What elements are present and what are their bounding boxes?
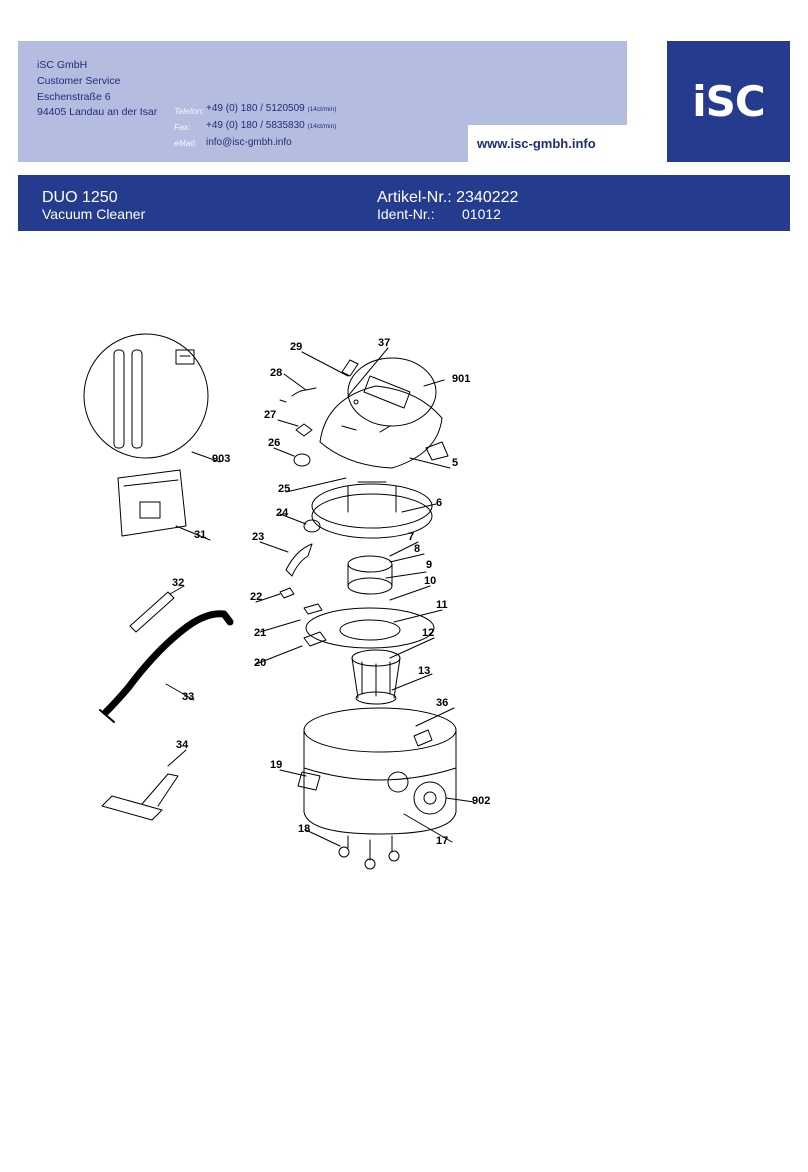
part-label-22: 22 xyxy=(250,591,262,603)
inset-circle-903 xyxy=(83,333,209,459)
part-label-21: 21 xyxy=(254,627,266,639)
part-label-6: 6 xyxy=(436,497,442,509)
part-label-29: 29 xyxy=(290,341,302,353)
part-label-901: 901 xyxy=(452,373,470,385)
part-label-20: 20 xyxy=(254,657,266,669)
part-label-902: 902 xyxy=(472,795,490,807)
company-city: 94405 Landau an der Isar xyxy=(37,106,158,119)
company-name: iSC GmbH xyxy=(37,59,88,71)
part-label-11: 11 xyxy=(436,599,448,611)
contact-labels: Telefon: Fax: eMail: xyxy=(174,104,204,151)
fax-rate: (14ct/min) xyxy=(307,122,337,130)
part-label-27: 27 xyxy=(264,409,276,421)
part-label-31: 31 xyxy=(194,529,206,541)
fax-label: Fax: xyxy=(174,121,191,132)
part-label-10: 10 xyxy=(424,575,436,587)
product-name: Vacuum Cleaner xyxy=(42,206,146,222)
part-label-17: 17 xyxy=(436,835,448,847)
website-box xyxy=(468,125,627,162)
part-label-9: 9 xyxy=(426,559,432,571)
part-label-13: 13 xyxy=(418,665,430,677)
isc-logo: iSC xyxy=(667,41,790,162)
company-address: iSC GmbH Customer Service Eschenstraße 6… xyxy=(37,58,157,121)
part-label-24: 24 xyxy=(276,507,289,519)
part-label-34: 34 xyxy=(176,739,189,751)
phone-number: +49 (0) 180 / 5120509 xyxy=(206,103,305,114)
part-label-19: 19 xyxy=(270,759,282,771)
part-label-26: 26 xyxy=(268,437,280,449)
phone-label: Telefon: xyxy=(174,106,204,116)
part-label-23: 23 xyxy=(252,531,264,543)
exploded-parts-diagram: 29 37 28 901 27 26 5 903 25 6 24 31 23 7… xyxy=(83,333,490,870)
product-model: DUO 1250 xyxy=(42,189,118,206)
part-label-28: 28 xyxy=(270,367,282,379)
artikel-number: Artikel-Nr.: 2340222 xyxy=(377,189,519,206)
part-label-7: 7 xyxy=(408,531,414,543)
part-label-5: 5 xyxy=(452,457,458,469)
company-street: Eschenstraße 6 xyxy=(37,90,111,103)
website-link[interactable]: www.isc-gmbh.info xyxy=(477,136,596,151)
phone-rate: (14ct/min) xyxy=(307,106,337,113)
part-label-18: 18 xyxy=(298,823,310,835)
part-label-37: 37 xyxy=(378,337,390,349)
company-department: Customer Service xyxy=(37,74,121,87)
part-label-36: 36 xyxy=(436,697,448,709)
part-label-32: 32 xyxy=(172,577,184,589)
part-label-33: 33 xyxy=(182,691,194,703)
part-label-12: 12 xyxy=(422,627,434,639)
logo-text: iSC xyxy=(692,77,765,126)
part-label-8: 8 xyxy=(414,543,420,555)
ident-number: 01012 xyxy=(462,206,501,222)
contact-values: +49 (0) 180 / 5120509 (14ct/min) +49 (0)… xyxy=(206,101,336,150)
fax-number: +49 (0) 180 / 5835830 xyxy=(206,119,305,131)
email-label: eMail: xyxy=(174,137,197,148)
ident-label: Ident-Nr.: xyxy=(377,206,435,222)
part-label-25: 25 xyxy=(278,483,290,495)
product-title-band: DUO 1250 Vacuum Cleaner Artikel-Nr.: 234… xyxy=(18,175,790,231)
email-address[interactable]: info@isc-gmbh.info xyxy=(206,136,292,148)
part-label-903: 903 xyxy=(212,453,230,465)
